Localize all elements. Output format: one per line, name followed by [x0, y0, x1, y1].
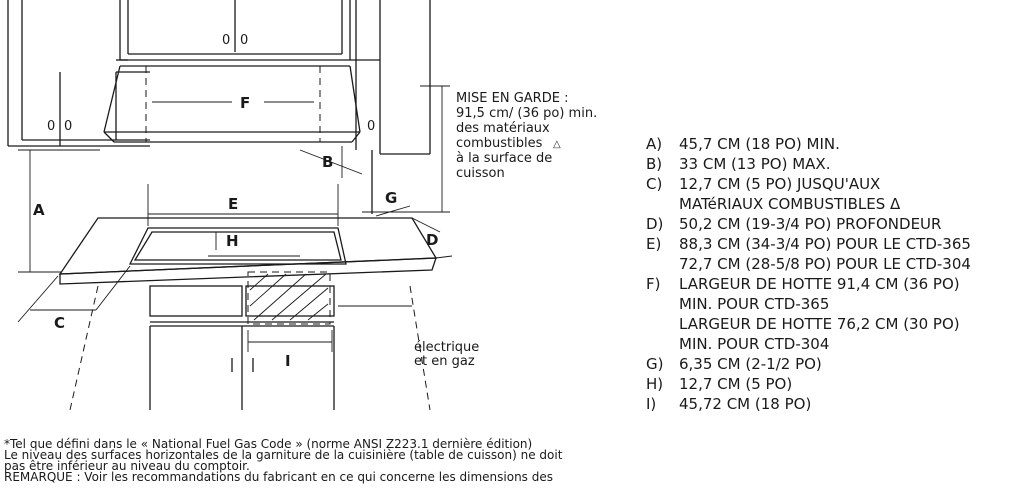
label-e: E	[228, 195, 238, 213]
label-c: C	[54, 314, 65, 332]
footnote-line: pas être inférieur au niveau du comptoir…	[4, 459, 250, 473]
svg-text:0: 0	[240, 33, 248, 48]
spec-key: B)	[646, 155, 663, 173]
label-b: B	[322, 153, 333, 171]
range-hood: F	[103, 59, 361, 143]
dimension-e: E	[147, 184, 339, 226]
spec-value: 12,7 CM (5 PO)	[679, 375, 793, 393]
triangle-icon: △	[553, 139, 561, 150]
spec-item-g: G) 6,35 CM (2-1/2 PO)	[646, 354, 971, 374]
dimension-g: G	[375, 189, 411, 217]
spec-value: 45,72 CM (18 PO)	[679, 395, 812, 413]
cooktop-installation-diagram: 0 0 0 0 0 F	[7, 0, 601, 410]
label-h: H	[226, 232, 239, 250]
caution-text: MISE EN GARDE : 91,5 cm/ (36 po) min. de…	[456, 91, 601, 181]
spec-key: G)	[646, 355, 664, 373]
spec-item-f: F) LARGEUR DE HOTTE 91,4 CM (36 PO) MIN.…	[646, 274, 971, 354]
spec-key: H)	[646, 375, 664, 393]
spec-item-c: C) 12,7 CM (5 PO) JUSQU'AUX MATéRIAUX CO…	[646, 174, 971, 214]
spec-item-i: I) 45,72 CM (18 PO)	[646, 394, 971, 414]
label-g: G	[385, 189, 397, 207]
svg-text:0: 0	[64, 119, 72, 134]
spec-value: 72,7 CM (28-5/8 PO) POUR LE CTD-304	[679, 255, 971, 273]
spec-key: A)	[646, 135, 663, 153]
spec-value: LARGEUR DE HOTTE 76,2 CM (30 PO)	[679, 315, 960, 333]
spec-value: 33 CM (13 PO) MAX.	[679, 155, 831, 173]
label-a: A	[33, 201, 45, 219]
label-d: D	[426, 231, 438, 249]
svg-text:0: 0	[222, 33, 230, 48]
spec-key: I)	[646, 395, 657, 413]
spec-key: E)	[646, 235, 662, 253]
upper-left-cabinet: 0 0	[7, 0, 150, 147]
connection-callout: électrique et en gaz	[338, 305, 483, 369]
dimension-c: C	[17, 265, 131, 332]
svg-text:0: 0	[47, 119, 55, 134]
dimension-b: B	[299, 146, 363, 178]
label-i: I	[285, 352, 291, 370]
spec-value: 6,35 CM (2-1/2 PO)	[679, 355, 822, 373]
dimension-a: A	[18, 149, 100, 273]
spec-value: 88,3 CM (34-3/4 PO) POUR LE CTD-365	[679, 235, 971, 253]
spec-key: C)	[646, 175, 663, 193]
spec-item-e: E) 88,3 CM (34-3/4 PO) POUR LE CTD-365 7…	[646, 234, 971, 274]
spec-value: MIN. POUR CTD-304	[679, 335, 830, 353]
cooktop	[128, 227, 347, 265]
installation-notes: *Tel que défini dans le « National Fuel …	[4, 437, 594, 484]
footnote-line: REMARQUE : Voir les recommandations du f…	[4, 470, 553, 484]
spec-item-b: B) 33 CM (13 PO) MAX.	[646, 154, 971, 174]
footnote-line: Le niveau des surfaces horizontales de l…	[4, 448, 563, 462]
label-f: F	[240, 94, 250, 112]
dimension-d: D	[411, 217, 453, 259]
connection-zone	[247, 271, 331, 325]
spec-item-h: H) 12,7 CM (5 PO)	[646, 374, 971, 394]
dimension-h: H	[208, 232, 300, 257]
spec-item-a: A) 45,7 CM (18 PO) MIN.	[646, 134, 971, 154]
spec-value: 12,7 CM (5 PO) JUSQU'AUX	[679, 175, 881, 193]
caution-dimension: MISE EN GARDE : 91,5 cm/ (36 po) min. de…	[362, 85, 601, 213]
connection-label: électrique et en gaz	[414, 340, 483, 369]
lower-cabinet	[69, 285, 431, 410]
spec-value: LARGEUR DE HOTTE 91,4 CM (36 PO)	[679, 275, 960, 293]
spec-key: D)	[646, 215, 664, 233]
dimension-i: I	[247, 330, 333, 370]
svg-text:0: 0	[367, 119, 375, 134]
spec-item-d: D) 50,2 CM (19-3/4 PO) PROFONDEUR	[646, 214, 971, 234]
dimension-spec-list: A) 45,7 CM (18 PO) MIN. B) 33 CM (13 PO)…	[646, 134, 971, 414]
footnote-line: *Tel que défini dans le « National Fuel …	[4, 437, 533, 451]
spec-value: MIN. POUR CTD-365	[679, 295, 830, 313]
upper-right-cabinet: 0	[350, 0, 431, 155]
spec-value: 50,2 CM (19-3/4 PO) PROFONDEUR	[679, 215, 942, 233]
spec-key: F)	[646, 275, 661, 293]
spec-value: 45,7 CM (18 PO) MIN.	[679, 135, 840, 153]
spec-value: MATéRIAUX COMBUSTIBLES Δ	[679, 195, 901, 213]
center-upper-cabinet: 0 0	[119, 0, 351, 60]
